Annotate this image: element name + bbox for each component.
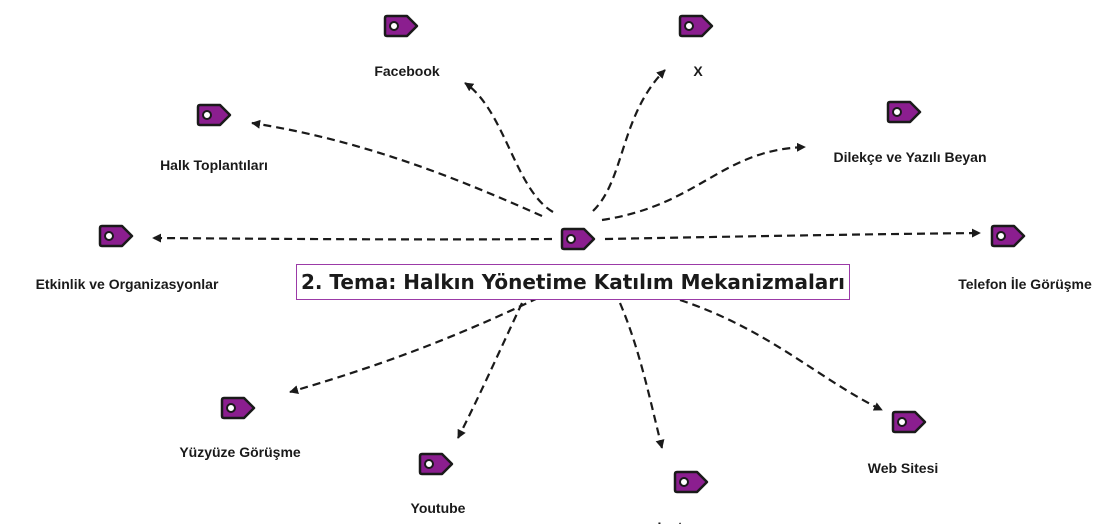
node-youtube-code-tag-icon xyxy=(418,452,454,476)
node-instagram-code-tag-icon xyxy=(673,470,709,494)
node-label-web: Web Sitesi xyxy=(867,460,939,476)
edge-to-dilekce xyxy=(601,142,806,222)
edge-to-halk xyxy=(251,119,543,218)
node-label-facebook: Facebook xyxy=(374,63,440,79)
node-label-x: X xyxy=(693,63,703,79)
edge-to-yuzyuze xyxy=(289,297,539,395)
edge-to-instagram xyxy=(618,302,665,449)
node-label-etkinlik: Etkinlik ve Organizasyonlar xyxy=(35,276,219,292)
edge-to-youtube xyxy=(457,302,523,439)
node-label-yuzyuze: Yüzyüze Görüşme xyxy=(179,444,301,460)
node-web-code-tag-icon xyxy=(891,410,927,434)
node-label-halk: Halk Toplantıları xyxy=(160,157,268,173)
edge-to-web xyxy=(679,298,883,411)
theme-title: 2. Tema: Halkın Yönetime Katılım Mekaniz… xyxy=(296,264,850,300)
node-label-telefon: Telefon İle Görüşme xyxy=(958,276,1092,292)
center-code-tag-icon xyxy=(560,227,596,251)
node-label-dilekce: Dilekçe ve Yazılı Beyan xyxy=(833,149,987,165)
node-label-youtube: Youtube xyxy=(410,500,466,516)
node-dilekce-code-tag-icon xyxy=(886,100,922,124)
node-facebook-code-tag-icon xyxy=(383,14,419,38)
edge-to-telefon xyxy=(604,228,981,241)
node-halk-code-tag-icon xyxy=(196,103,232,127)
node-yuzyuze-code-tag-icon xyxy=(220,396,256,420)
node-x-code-tag-icon xyxy=(678,14,714,38)
node-telefon-code-tag-icon xyxy=(990,224,1026,248)
edge-to-x xyxy=(592,69,666,212)
node-label-instagram: Instagram xyxy=(658,519,725,524)
edge-to-etkinlik xyxy=(152,233,553,243)
edge-to-facebook xyxy=(464,82,554,213)
node-etkinlik-code-tag-icon xyxy=(98,224,134,248)
